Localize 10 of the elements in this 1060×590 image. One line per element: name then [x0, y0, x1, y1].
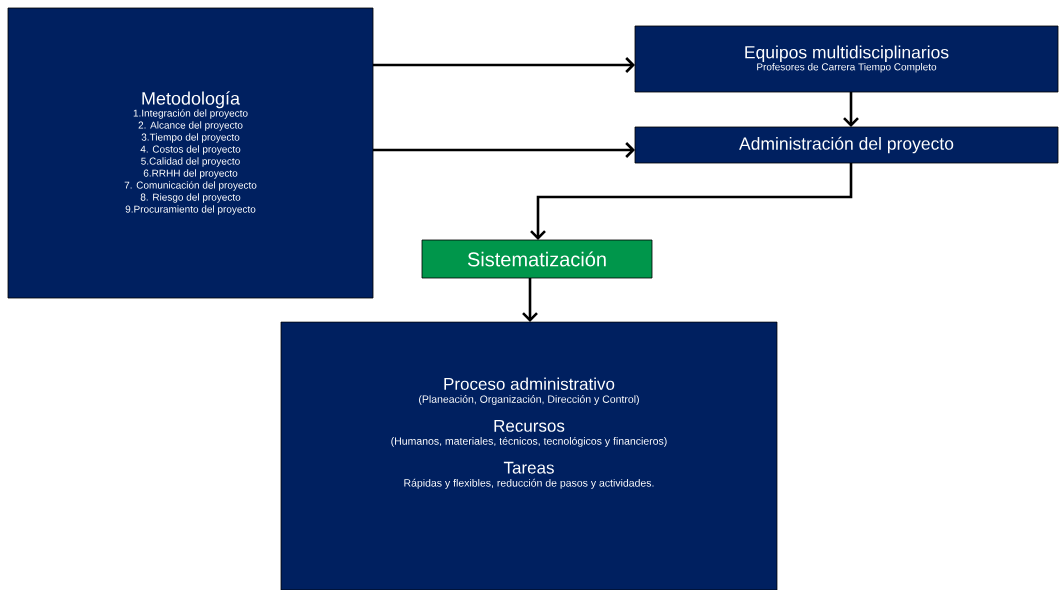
arrow	[522, 278, 538, 322]
arrow	[373, 142, 635, 158]
summary-box: Proceso administrativo (Planeación, Organización, Dirección y Control) Recursos (Humanos, materiales, técnicos, tecnológicos y financieros) Tareas Rápidas y flexibles, reducción de pasos y actividades.	[280, 321, 778, 590]
arrow	[530, 163, 853, 240]
arrow	[843, 92, 859, 127]
methodology-box: Metodología 1.Integración del proyecto 2. Alcance del proyecto 3.Tiempo del proyecto 4. Costos del proyecto 5.Calidad del proyecto 6.RRHH del proyecto 7. Comunicación del proyecto 8. Riesgo del proyecto 9.Procuramiento del proyecto	[7, 7, 374, 299]
process-box: Administración del proyecto	[634, 126, 1059, 164]
process-box: Sistematización	[421, 239, 653, 279]
process-box: Equipos multidisciplinarios Profesores de Carrera Tiempo Completo	[634, 25, 1059, 93]
arrow	[373, 57, 635, 73]
